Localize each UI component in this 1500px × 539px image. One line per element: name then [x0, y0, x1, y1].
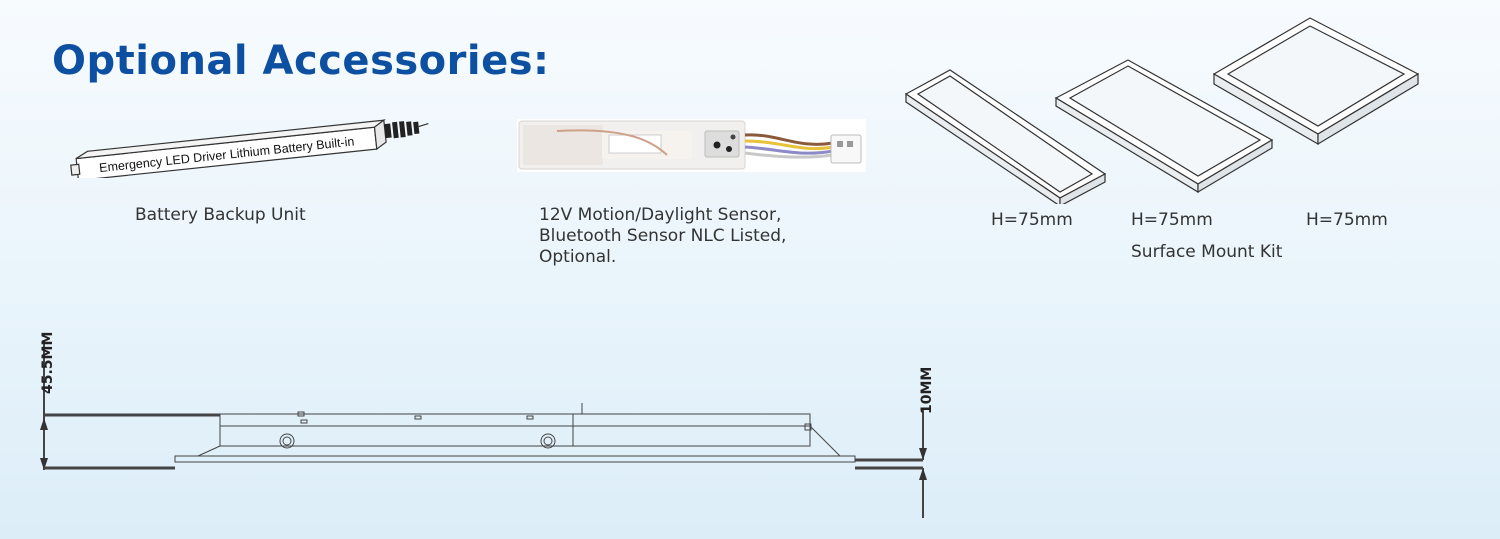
surface-mount-kit-caption: Surface Mount Kit	[1131, 242, 1283, 262]
frame-height-label-1: H=75mm	[991, 210, 1073, 230]
sensor-caption-line-2: Bluetooth Sensor NLC Listed,	[539, 226, 787, 246]
dimension-label-left: 45.5MM	[40, 332, 56, 394]
frame-square	[1212, 17, 1420, 146]
sensor-image	[517, 119, 866, 172]
battery-backup-unit-image: Emergency LED Driver Lithium Battery Bui…	[70, 119, 429, 178]
battery-backup-caption: Battery Backup Unit	[135, 205, 306, 225]
frame-medium	[1054, 59, 1274, 194]
frame-height-label-3: H=75mm	[1306, 210, 1388, 230]
page-title: Optional Accessories:	[52, 38, 550, 84]
sensor-caption-line-3: Optional.	[539, 247, 617, 267]
frame-long	[904, 69, 1107, 204]
dimension-label-right: 10MM	[919, 367, 935, 414]
sensor-caption-line-1: 12V Motion/Daylight Sensor,	[539, 205, 782, 225]
frame-height-label-2: H=75mm	[1131, 210, 1213, 230]
panel-cross-section-drawing: 45.5MM 10MM	[40, 332, 935, 518]
surface-mount-kit-image	[904, 17, 1420, 204]
